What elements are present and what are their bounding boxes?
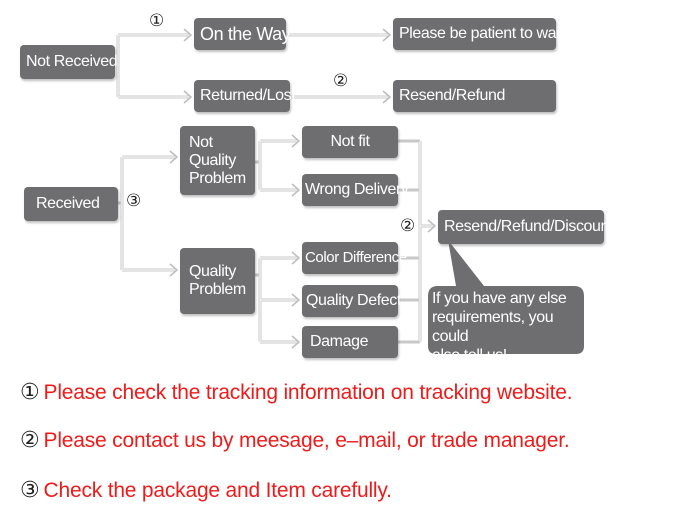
on-the-way-box: On the Way — [194, 18, 291, 50]
color-difference-box: Color Difference — [302, 242, 407, 274]
quality-defect-box: Quality Defect — [302, 285, 401, 317]
step-3-marker: ③ — [126, 191, 142, 211]
step-2-marker: ② — [333, 71, 349, 91]
returned-lost-box: Returned/Lost — [194, 80, 296, 112]
note-number: ① — [20, 380, 40, 405]
received-box: Received — [24, 187, 118, 221]
not-received-box: Not Received — [20, 45, 118, 79]
not-quality-problem-box: Not Quality Problem — [180, 126, 255, 195]
note-number: ② — [20, 428, 40, 453]
wrong-delivery-box: Wrong Delivery — [302, 174, 409, 206]
quality-problem-box: Quality Problem — [180, 248, 255, 314]
damage-box: Damage — [302, 326, 398, 358]
not-fit-box: Not fit — [302, 126, 398, 158]
step-2-marker: ② — [400, 216, 416, 236]
resend-refund-discount-box: Resend/Refund/Discount — [438, 210, 613, 244]
return-flow-diagram: Not Received On the Way Please be patien… — [20, 11, 613, 358]
note-number: ③ — [20, 478, 40, 503]
note-text: Check the package and Item carefully. — [43, 479, 392, 502]
bubble-text: If you have any else requirements, you c… — [432, 290, 567, 364]
note-text: Please check the tracking information on… — [43, 381, 573, 404]
please-wait-box: Please be patient to wait — [393, 18, 564, 50]
connector-lines — [114, 28, 437, 349]
speech-bubble — [428, 240, 584, 354]
step-1-marker: ① — [149, 11, 165, 31]
resend-refund-box: Resend/Refund — [393, 80, 556, 112]
note-text: Please contact us by meesage, e–mail, or… — [43, 429, 570, 452]
